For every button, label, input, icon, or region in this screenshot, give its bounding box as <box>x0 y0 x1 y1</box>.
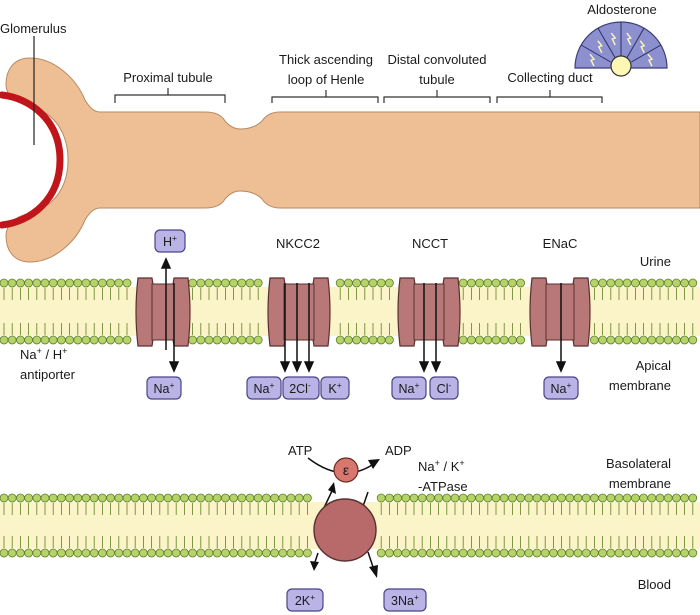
collecting-duct-bracket <box>496 90 603 103</box>
ion-k: K+ <box>320 376 350 400</box>
atpase-label-2: -ATPase <box>418 479 468 494</box>
distal-tubule-label: Distal convoluted <box>388 52 487 67</box>
svg-text:2Cl-: 2Cl- <box>289 380 311 396</box>
nhe-channel <box>135 277 191 347</box>
thick-ascending-label-2: loop of Henle <box>288 72 365 87</box>
svg-text:Na+: Na+ <box>551 380 572 396</box>
tubule <box>5 57 700 263</box>
svg-text:Na+: Na+ <box>254 380 275 396</box>
svg-text:Cl-: Cl- <box>437 380 452 396</box>
transport-arrows <box>160 257 567 373</box>
aldosterone-label: Aldosterone <box>587 2 656 17</box>
adp-label: ADP <box>385 443 412 458</box>
apical-label-2: membrane <box>609 378 671 393</box>
ion-h: H+ <box>154 229 186 253</box>
ion-cl: Cl- <box>429 376 459 400</box>
thick-ascending-label: Thick ascending <box>279 52 373 67</box>
svg-text:3Na+: 3Na+ <box>391 592 419 608</box>
atpase-enzyme <box>333 457 359 483</box>
proximal-tubule-bracket <box>114 88 226 103</box>
urine-label: Urine <box>640 254 671 269</box>
svg-text:Na+: Na+ <box>154 380 175 396</box>
atpase-pump <box>313 498 377 562</box>
glomerular-capillary <box>0 91 64 229</box>
atpase-label: Na+ / K+ <box>418 458 465 474</box>
basolateral-label: Basolateral <box>606 456 671 471</box>
ion-na-3: Na+ <box>391 376 427 400</box>
antiporter-label: Na+ / H+ <box>20 346 67 362</box>
ion-3na: 3Na+ <box>383 588 427 612</box>
apical-label: Apical <box>636 358 672 373</box>
ion-2cl: 2Cl- <box>282 376 320 400</box>
aldosterone-icon <box>574 21 668 77</box>
nkcc2-channel <box>267 277 331 347</box>
epsilon-label: ε <box>343 462 349 478</box>
distal-tubule-bracket <box>383 90 491 103</box>
ion-na-1: Na+ <box>146 376 182 400</box>
blood-label: Blood <box>638 577 671 592</box>
ion-na-2: Na+ <box>246 376 282 400</box>
enac-label: ENaC <box>543 236 578 251</box>
collecting-duct-label: Collecting duct <box>507 70 593 85</box>
ncct-channel <box>397 277 461 347</box>
proximal-tubule-label: Proximal tubule <box>123 70 213 85</box>
svg-text:K+: K+ <box>328 380 341 396</box>
nkcc2-label: NKCC2 <box>276 236 320 251</box>
ion-na-4: Na+ <box>543 376 579 400</box>
apical-membrane <box>0 278 700 345</box>
ncct-label: NCCT <box>412 236 448 251</box>
svg-text:Na+: Na+ <box>399 380 420 396</box>
enac-channel <box>529 277 591 347</box>
ion-2k: 2K+ <box>286 588 324 612</box>
na-k-atpase: ε <box>307 457 380 578</box>
thick-ascending-bracket <box>271 90 379 103</box>
nephron: Glomerulus Proximal tubule Thick ascendi… <box>0 2 700 263</box>
distal-tubule-label-2: tubule <box>419 72 454 87</box>
antiporter-label-2: antiporter <box>20 367 76 382</box>
basolateral-label-2: membrane <box>609 476 671 491</box>
svg-text:2K+: 2K+ <box>295 592 315 608</box>
glomerulus-label: Glomerulus <box>0 21 67 36</box>
atp-label: ATP <box>288 443 312 458</box>
svg-text:H+: H+ <box>163 233 177 249</box>
